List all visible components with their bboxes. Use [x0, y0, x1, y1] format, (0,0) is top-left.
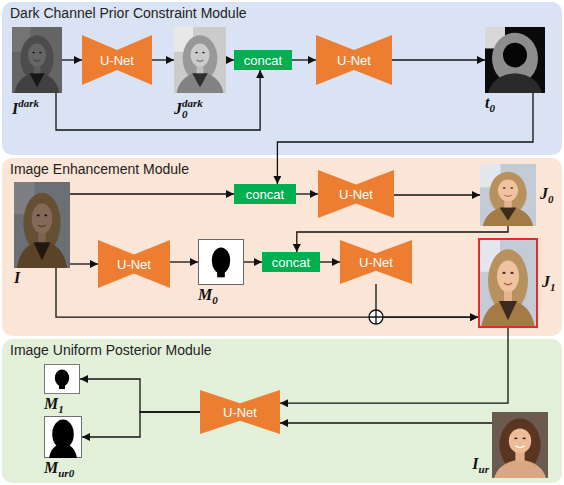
label-base: I	[14, 269, 20, 286]
image-label: J1	[542, 273, 556, 296]
label-superscript: dark	[18, 97, 39, 109]
transmission-map	[485, 27, 545, 93]
arrow-connector	[62, 59, 82, 60]
label-subscript: 1	[58, 403, 64, 415]
dark-channel-image	[12, 27, 62, 93]
label-subscript: 1	[550, 281, 556, 293]
block-label: concat	[272, 255, 310, 270]
image-label: t0	[485, 94, 495, 117]
arrow-connector	[70, 193, 234, 194]
image-label: J0dark	[174, 94, 203, 123]
block-label: U-Net	[339, 187, 373, 202]
module-band: IdarkU-NetJ0darkconcatU-Nett0Dark Channe…	[2, 2, 562, 155]
label-base: M	[44, 459, 58, 476]
image-label: Iur	[472, 455, 489, 478]
image-node: J0	[480, 164, 536, 226]
unet-bowtie	[318, 170, 394, 218]
enhanced-image	[480, 164, 536, 226]
unet-block: U-Net	[200, 390, 280, 434]
image-label: I	[14, 269, 20, 287]
label-base: I	[12, 100, 18, 117]
label-subscript: ur0	[58, 467, 74, 479]
image-label: Mur0	[44, 459, 74, 482]
arrow-connector	[244, 261, 262, 262]
arrow-connector	[392, 59, 485, 60]
dark-overlay	[12, 27, 62, 93]
label-base: M	[44, 395, 58, 412]
block-label: U-Net	[337, 53, 371, 68]
dark-overlay	[14, 182, 70, 268]
unet-bowtie	[316, 35, 392, 85]
unet-block: U-Net	[340, 240, 412, 284]
label-superscript: dark	[182, 97, 203, 109]
image-label: J0	[540, 185, 554, 208]
block-label: concat	[244, 53, 282, 68]
mask-image	[198, 239, 243, 284]
unet-bowtie	[98, 240, 170, 288]
block-label: U-Net	[117, 257, 151, 272]
label-base: J	[542, 273, 550, 290]
mask-image	[44, 416, 81, 458]
image-label: M1	[44, 395, 64, 418]
block-label: U-Net	[223, 405, 257, 420]
arrow-connector	[152, 59, 174, 60]
label-base: J	[174, 100, 182, 117]
concat-box: concat	[234, 50, 292, 70]
module-title: Image Enhancement Module	[10, 161, 189, 177]
module-band: IconcatU-NetJ0U-NetM0concatU-NetJ1Image …	[2, 158, 562, 336]
concat-box: concat	[234, 184, 296, 204]
label-subscript: 0	[548, 193, 554, 205]
label-base: M	[198, 286, 212, 303]
label-subscript: 0	[182, 108, 188, 120]
label-base: J	[540, 185, 548, 202]
unet-block: U-Net	[98, 240, 170, 288]
unet-bowtie	[82, 35, 152, 85]
label-subscript: 0	[489, 102, 495, 114]
image-node: J1	[478, 238, 538, 328]
arrow-connector	[170, 261, 198, 262]
concat-box: concat	[262, 252, 320, 272]
label-subscript: ur	[479, 463, 489, 475]
image-node: M0	[198, 239, 244, 285]
block-label: concat	[246, 187, 284, 202]
unet-bowtie	[340, 240, 412, 284]
module-band: M1Mur0U-NetIurImage Uniform Posterior Mo…	[2, 339, 562, 483]
unet-block: U-Net	[82, 35, 152, 85]
image-node: I	[14, 182, 70, 268]
unet-bowtie	[200, 390, 280, 434]
block-label: U-Net	[359, 255, 393, 270]
image-node: Iur	[492, 412, 548, 478]
arrow-connector	[296, 193, 318, 194]
module-title: Dark Channel Prior Constraint Module	[10, 5, 247, 21]
module-title: Image Uniform Posterior Module	[10, 342, 212, 358]
image-node: t0	[485, 27, 545, 93]
arrow-connector	[292, 59, 316, 60]
image-label: M0	[198, 286, 218, 309]
image-node: J0dark	[174, 27, 226, 93]
image-node: M1	[44, 364, 80, 394]
input-image	[14, 182, 70, 268]
gray-image	[174, 27, 226, 93]
arrow-connector	[280, 422, 492, 423]
sum-symbol-cross	[369, 310, 383, 324]
unet-block: U-Net	[318, 170, 394, 218]
reference-image	[492, 412, 548, 478]
arrow-connector	[320, 261, 340, 262]
arrow-connector	[70, 263, 98, 264]
image-node: Mur0	[44, 416, 82, 458]
label-base: t	[485, 94, 489, 111]
enhanced-image	[478, 238, 538, 328]
arrow-connector	[394, 194, 480, 195]
unet-block: U-Net	[316, 35, 392, 85]
arrow-connector	[226, 59, 234, 60]
mask-image	[44, 364, 79, 394]
block-label: U-Net	[100, 53, 134, 68]
image-node: Idark	[12, 27, 62, 93]
highlight-frame	[479, 239, 537, 327]
sum-symbol	[369, 310, 383, 324]
label-base: I	[472, 455, 478, 472]
label-subscript: 0	[212, 294, 218, 306]
image-label: Idark	[12, 94, 39, 118]
